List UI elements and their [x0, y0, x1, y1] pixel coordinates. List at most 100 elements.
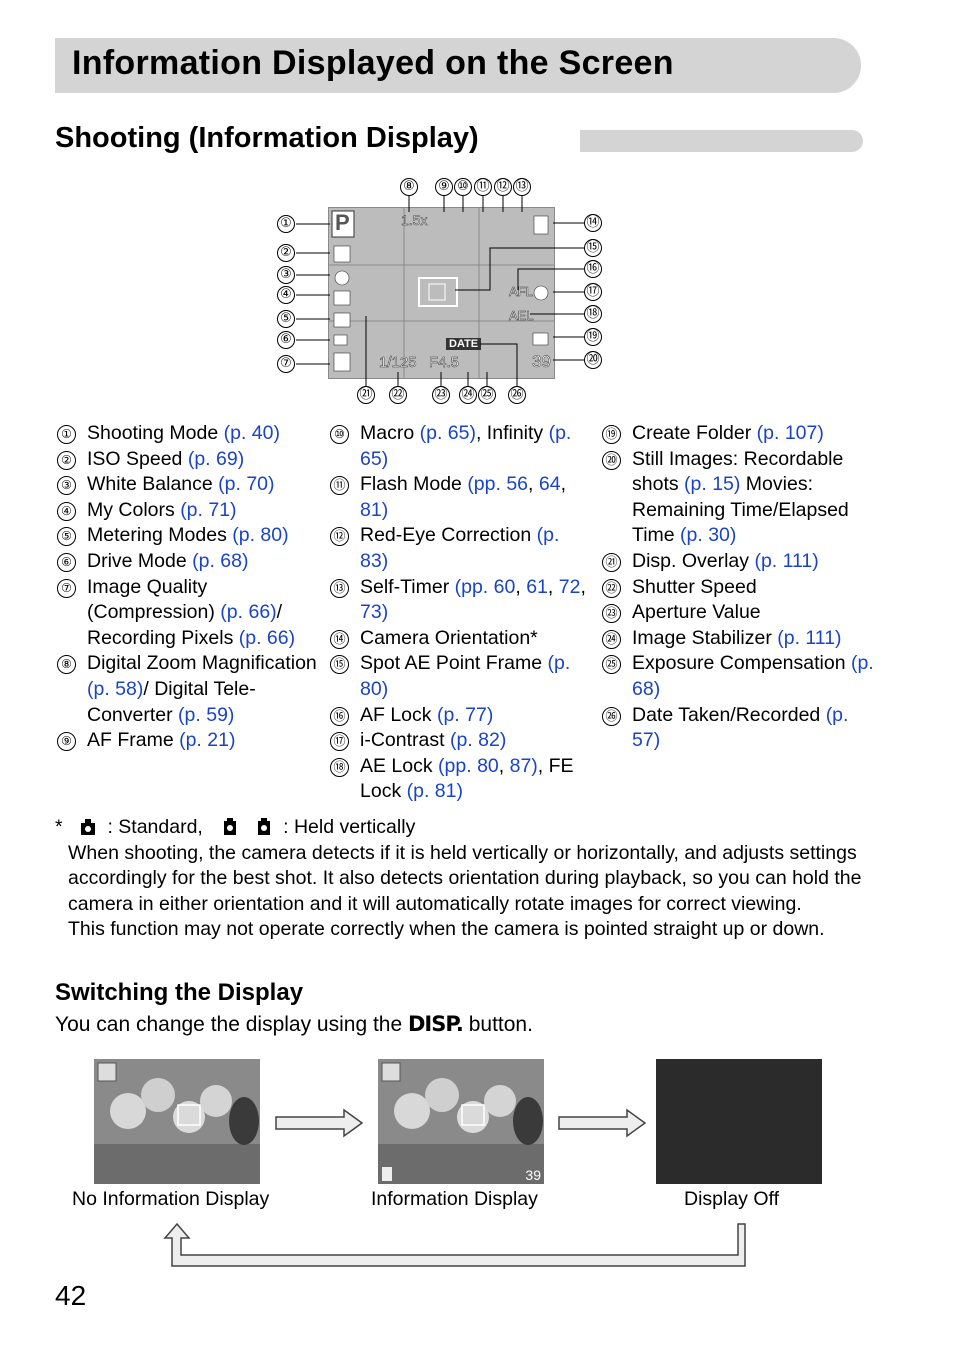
- switching-desc-after: button.: [462, 1013, 533, 1036]
- page-reference-link[interactable]: (p. 80): [360, 652, 571, 700]
- page-reference-link[interactable]: (p. 77): [436, 703, 494, 726]
- page-reference-link[interactable]: (p. 111): [777, 626, 842, 649]
- photo-display-off: [656, 1059, 822, 1184]
- legend-number: ⑪: [330, 476, 349, 496]
- page-reference-link[interactable]: (p. 80): [232, 524, 289, 547]
- legend-number: ④: [57, 501, 76, 521]
- callout-2: ②: [277, 244, 295, 262]
- page-reference-link[interactable]: (p. 30): [680, 524, 737, 547]
- callout-19: ⑲: [584, 328, 602, 346]
- callout-24: ㉔: [459, 386, 477, 404]
- page-reference-link[interactable]: (p. 83): [360, 524, 560, 572]
- lcd-afl: AFL: [509, 284, 533, 300]
- page-reference-link[interactable]: (p. 81): [406, 780, 463, 803]
- page-reference-link[interactable]: (p. 69): [187, 447, 245, 470]
- page-reference-link[interactable]: (p. 70): [218, 473, 275, 496]
- page-reference-link[interactable]: 73): [360, 601, 389, 624]
- switching-desc-before: You can change the display using the: [55, 1013, 408, 1036]
- legend-number: ⑱: [330, 757, 349, 777]
- legend-text: Camera Orientation*: [360, 626, 538, 649]
- legend-text: Exposure Compensation: [632, 652, 851, 675]
- page-reference-link[interactable]: 64: [538, 473, 561, 496]
- page-reference-link[interactable]: (pp. 56: [467, 473, 529, 496]
- page-reference-link[interactable]: (p. 71): [180, 498, 237, 521]
- legend-number: ③: [57, 476, 76, 496]
- page-reference-link[interactable]: (p. 59): [178, 703, 235, 726]
- page-reference-link[interactable]: 72: [558, 575, 581, 598]
- page-reference-link[interactable]: (p. 57): [632, 703, 849, 752]
- callout-8: ⑧: [400, 178, 418, 196]
- page-reference-link[interactable]: (pp. 60: [454, 575, 516, 598]
- legend-number: ⑩: [330, 425, 349, 444]
- section-title: Shooting (Information Display): [55, 122, 479, 154]
- callout-9: ⑨: [435, 178, 453, 196]
- page-title: Information Displayed on the Screen: [72, 44, 674, 82]
- caption-display-off: Display Off: [684, 1188, 780, 1210]
- lcd-zoom: 1.5x: [401, 212, 428, 229]
- page-reference-link[interactable]: (p. 66): [238, 626, 296, 649]
- callout-22: ㉒: [389, 386, 407, 404]
- callout-23: ㉓: [432, 386, 450, 404]
- legend-text: Digital Zoom Magnification: [87, 652, 317, 675]
- legend-text: , FE Lock: [360, 754, 574, 803]
- footnote-standard: : Standard,: [107, 816, 203, 838]
- page-reference-link[interactable]: (p. 68): [632, 652, 874, 700]
- page-reference-link[interactable]: (p. 111): [754, 549, 819, 572]
- page-reference-link[interactable]: (p. 65): [419, 422, 476, 444]
- callout-15: ⑮: [584, 239, 602, 257]
- legend-item: ⑥ Drive Mode (p. 68): [57, 549, 319, 575]
- photo-shots-overlay: 39: [525, 1167, 541, 1183]
- legend-text: AF Frame: [87, 729, 180, 752]
- page-reference-link[interactable]: (p. 107): [756, 422, 824, 444]
- page-reference-link[interactable]: (pp. 80: [438, 754, 499, 777]
- page-reference-link[interactable]: 81): [360, 498, 389, 521]
- page-reference-link[interactable]: (p. 40): [223, 422, 280, 444]
- legend-text: AF Lock: [360, 703, 437, 726]
- legend-number: ㉔: [602, 629, 621, 649]
- legend-text: ,: [560, 473, 566, 496]
- lcd-shots: 39: [532, 352, 551, 372]
- callout-10: ⑩: [454, 178, 472, 196]
- footnote-paragraph-1: When shooting, the camera detects if it …: [68, 841, 862, 915]
- legend-number: ⑰: [330, 732, 349, 752]
- callout-21: ㉑: [357, 386, 375, 404]
- page-reference-link[interactable]: (p. 65): [360, 422, 572, 470]
- legend-text: Spot AE Point Frame: [360, 652, 548, 675]
- footnote-held: : Held vertically: [283, 816, 416, 838]
- page-reference-link[interactable]: (p. 21): [179, 729, 236, 752]
- page-reference-link[interactable]: (p. 58): [87, 677, 144, 700]
- legend-number: ㉒: [602, 578, 621, 598]
- lcd-screen-diagram: P 1.5x AFL AEL DATE 1/125 F4.5 39: [328, 207, 555, 379]
- legend-number: ⑭: [330, 629, 349, 649]
- page-reference-link[interactable]: 87): [509, 754, 538, 777]
- camera-vertical-right-icon: [257, 818, 270, 835]
- page-reference-link[interactable]: (p. 68): [192, 549, 249, 572]
- legend-number: ㉕: [602, 655, 621, 675]
- legend-text: Drive Mode: [87, 549, 193, 572]
- page-reference-link[interactable]: (p. 15): [684, 473, 741, 496]
- legend-number: ⑥: [57, 552, 76, 572]
- camera-standard-icon: [81, 819, 96, 835]
- page-reference-link[interactable]: (p. 66): [220, 601, 277, 624]
- legend-text: , Infinity: [475, 422, 549, 444]
- callout-7: ⑦: [277, 355, 295, 373]
- page-reference-link[interactable]: 61: [526, 575, 548, 598]
- page-reference-link[interactable]: (p. 82): [449, 729, 507, 752]
- legend-item: ㉕ Exposure Compensation (p. 68): [602, 651, 882, 702]
- legend-number: ㉑: [602, 552, 621, 572]
